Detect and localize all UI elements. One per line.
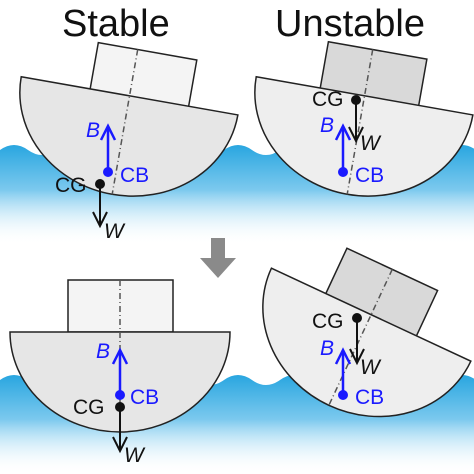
cb-point bbox=[338, 167, 348, 177]
label-b: B bbox=[320, 337, 334, 360]
cg-point bbox=[95, 179, 105, 189]
label-cb: CB bbox=[355, 386, 384, 409]
label-cb: CB bbox=[355, 164, 384, 187]
label-w: W bbox=[360, 132, 382, 155]
panel-stable-heeled: B CB CG W bbox=[19, 41, 239, 243]
label-cb: CB bbox=[130, 386, 159, 409]
label-cg: CG bbox=[312, 88, 344, 111]
label-cb: CB bbox=[120, 164, 149, 187]
label-b: B bbox=[86, 119, 100, 142]
cg-point bbox=[352, 313, 362, 323]
title-unstable: Unstable bbox=[275, 3, 425, 45]
weight-arrowhead bbox=[348, 126, 364, 144]
hull bbox=[262, 267, 472, 418]
cb-point bbox=[115, 390, 125, 400]
title-stable: Stable bbox=[62, 3, 170, 45]
hull bbox=[254, 75, 474, 197]
weight-arrowhead bbox=[92, 211, 108, 229]
panel-stable-righted: B CB CG W bbox=[9, 279, 231, 467]
weight-arrowhead bbox=[349, 348, 365, 366]
label-b: B bbox=[96, 340, 110, 363]
label-w: W bbox=[124, 444, 146, 467]
buoyancy-arrowhead bbox=[111, 347, 129, 365]
label-w: W bbox=[104, 220, 126, 243]
buoyancy-arrowhead bbox=[334, 347, 352, 365]
centerline bbox=[328, 269, 393, 406]
cb-point bbox=[338, 390, 348, 400]
cg-point bbox=[115, 402, 125, 412]
centerline bbox=[111, 49, 139, 195]
cg-point bbox=[351, 95, 361, 105]
label-cg: CG bbox=[73, 396, 105, 419]
panel-unstable-capsizing: B CB CG W bbox=[262, 247, 472, 418]
weight-arrowhead bbox=[112, 436, 128, 454]
label-cg: CG bbox=[312, 310, 344, 333]
label-cg: CG bbox=[55, 174, 87, 197]
label-b: B bbox=[320, 114, 334, 137]
panel-unstable-heeled: B CB CG W bbox=[254, 40, 474, 197]
hull bbox=[19, 75, 239, 197]
buoyancy-arrowhead bbox=[334, 123, 352, 141]
label-w: W bbox=[360, 356, 382, 379]
cb-point bbox=[103, 167, 113, 177]
buoyancy-arrowhead bbox=[99, 123, 117, 141]
down-arrow-icon bbox=[200, 238, 236, 278]
centerline bbox=[346, 49, 374, 195]
